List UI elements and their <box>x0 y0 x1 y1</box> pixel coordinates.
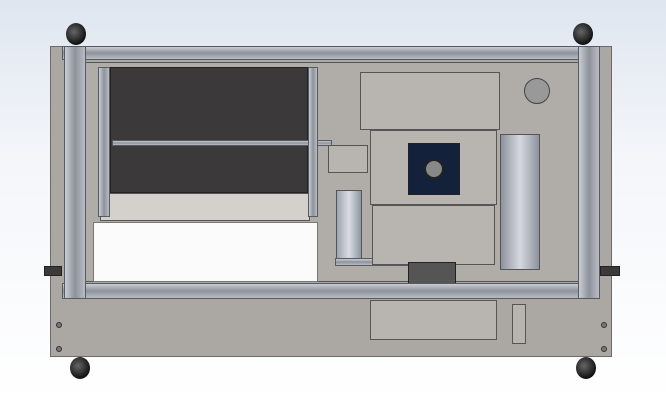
screw <box>601 346 607 352</box>
side-handle-left <box>44 266 62 276</box>
frame-right-bar <box>578 46 600 299</box>
linear-rail-assembly <box>360 72 500 130</box>
wheel-top-right <box>573 23 593 45</box>
frame-top-bar <box>62 46 600 60</box>
wheel-bottom-left <box>70 357 90 379</box>
chamber-post-right <box>308 67 318 217</box>
frame-bottom-bar <box>62 283 600 299</box>
roller-strip <box>100 193 310 221</box>
screw <box>601 322 607 328</box>
guide-block <box>328 145 368 173</box>
motor-shaft <box>424 159 444 179</box>
chamber-post-left <box>98 67 110 217</box>
wheel-bottom-right <box>576 357 596 379</box>
vertical-cylinder <box>336 190 362 260</box>
side-handle-right <box>600 266 620 276</box>
bottom-mount-plate <box>370 300 497 340</box>
lower-mount-plate <box>372 205 495 265</box>
frame-left-bar <box>64 46 86 299</box>
sensor-bracket <box>512 304 526 344</box>
side-cylinder <box>500 134 540 270</box>
wheel-top-left <box>66 23 86 45</box>
white-tray <box>93 222 318 282</box>
round-port <box>524 78 550 104</box>
chamber-rod <box>112 140 332 146</box>
gripper-block <box>408 262 456 284</box>
screw <box>56 322 62 328</box>
dark-chamber-panel <box>110 67 308 193</box>
screw <box>56 346 62 352</box>
